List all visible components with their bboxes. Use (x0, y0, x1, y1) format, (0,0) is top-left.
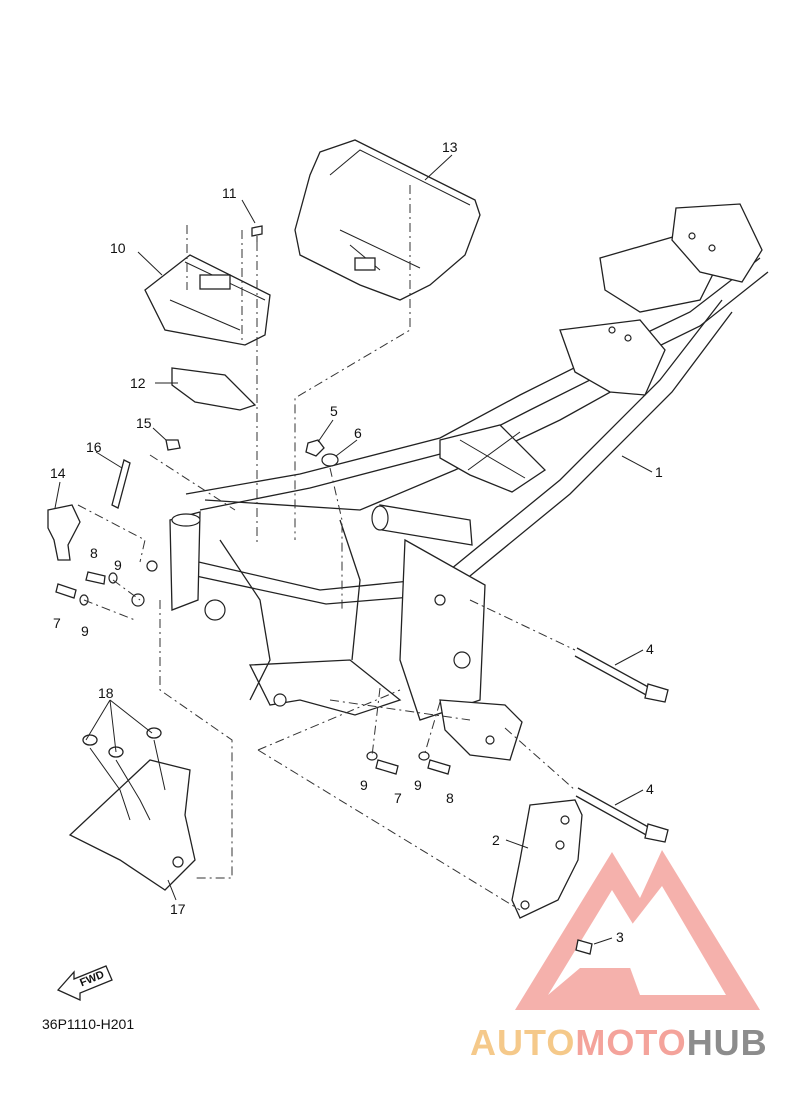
part-label-1: 1 (655, 464, 663, 480)
nut-part-5 (305, 439, 325, 457)
part-label-12: 12 (130, 375, 146, 391)
part-label-9b: 9 (81, 623, 89, 639)
bolt-part-3 (575, 939, 593, 955)
fwd-arrow-icon: FWD (56, 965, 113, 1002)
part-label-16: 16 (86, 439, 102, 455)
washer-part-6 (321, 453, 339, 467)
part-label-8b: 8 (446, 790, 454, 806)
bracket-part-14 (47, 504, 81, 561)
main-frame (131, 203, 769, 761)
part-label-13: 13 (442, 139, 458, 155)
part-label-9c: 9 (360, 777, 368, 793)
watermark-text: AUTOMOTOHUB (470, 1022, 768, 1064)
part-label-4a: 4 (646, 641, 654, 657)
part-label-5: 5 (330, 403, 338, 419)
long-bolt-upper (574, 647, 669, 703)
part-label-14: 14 (50, 465, 66, 481)
part-label-6: 6 (354, 425, 362, 441)
long-bolt-lower (575, 787, 669, 843)
bolts-lower-group (366, 751, 451, 775)
bracket-part-12 (171, 367, 257, 411)
bolts-left-group (55, 571, 118, 606)
watermark-part3: HUB (686, 1022, 768, 1063)
part-label-3: 3 (616, 929, 624, 945)
clips-part-18 (82, 727, 162, 758)
part-label-7a: 7 (53, 615, 61, 631)
part-label-9d: 9 (414, 777, 422, 793)
part-label-18: 18 (98, 685, 114, 701)
part-label-4b: 4 (646, 781, 654, 797)
part-label-15: 15 (136, 415, 152, 431)
part-labels: 1 2 3 4 4 5 6 7 7 8 8 9 9 9 9 10 11 12 1… (50, 139, 663, 945)
bolt-part-11 (251, 225, 263, 242)
part-label-9a: 9 (114, 557, 122, 573)
assembly-lines (77, 185, 576, 911)
bolt-part-15 (165, 439, 181, 451)
leader-lines (54, 154, 653, 945)
part-label-10: 10 (110, 240, 126, 256)
rear-fender-part (294, 139, 481, 301)
battery-box-part (144, 254, 271, 346)
rod-part-16 (111, 459, 131, 509)
watermark-part1: AUTO (470, 1022, 576, 1063)
side-plate-part-2 (511, 799, 583, 919)
part-label-8a: 8 (90, 545, 98, 561)
part-label-2: 2 (492, 832, 500, 848)
part-label-11: 11 (222, 185, 237, 201)
diagram-code: 36P1110-H201 (42, 1016, 135, 1032)
cover-part-17 (68, 759, 196, 891)
triangle-logo-icon (515, 850, 760, 1010)
part-label-7b: 7 (394, 790, 402, 806)
part-label-17: 17 (170, 901, 186, 917)
watermark-part2: MOTO (575, 1022, 687, 1063)
